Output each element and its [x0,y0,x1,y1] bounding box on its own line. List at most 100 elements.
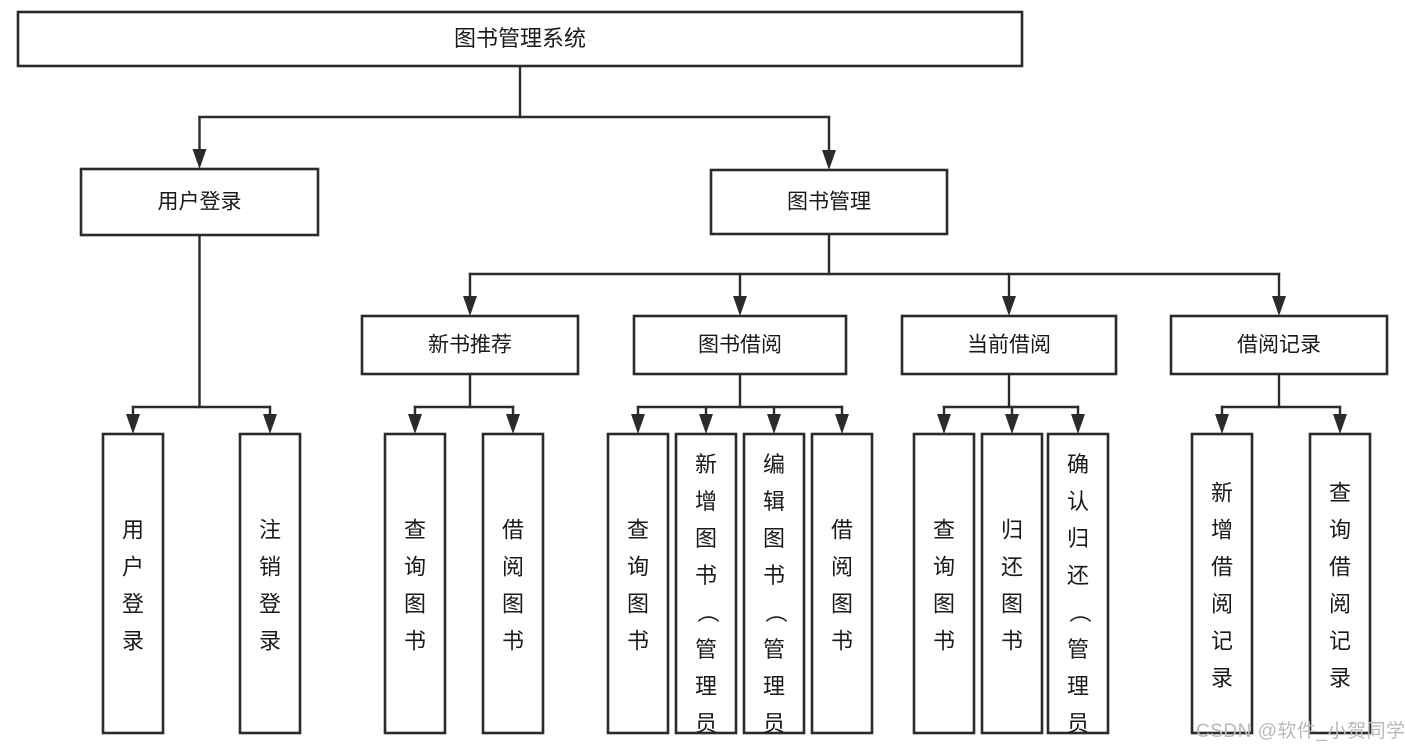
leaf-node-7-glyph: 阅 [831,555,853,580]
leaf-node-6-glyph: 辑 [763,489,785,514]
leaf-node-9-glyph: 图 [1001,592,1023,617]
leaf-node-12-glyph: 借 [1329,555,1351,580]
arrow-head-icon [1002,296,1016,316]
leaf-node-10-glyph: 还 [1067,563,1089,588]
leaf-node-12-glyph: 阅 [1329,592,1351,617]
arrow-head-icon [767,414,781,434]
arrow-head-icon [408,414,422,434]
leaf-node-5-glyph: 员 [695,711,717,736]
level2-node-2[interactable]: 当前借阅 [900,314,1118,376]
leaf-node-5-glyph: 管 [695,637,717,662]
leaf-node-3-glyph: 图 [502,592,524,617]
leaf-node-4-glyph: 询 [627,555,649,580]
arrow-head-icon [1071,414,1085,434]
leaf-node-12-glyph: 查 [1329,481,1351,506]
leaf-node-10-outline [1046,432,1110,735]
arrow-head-icon [631,414,645,434]
arrow-head-icon [822,150,836,170]
leaf-node-5-glyph: 书 [695,563,717,588]
level1-node-1-outline [709,168,949,236]
arrow-head-icon [192,149,207,169]
leaf-node-10-glyph: 确 [1067,452,1089,477]
leaf-node-1-glyph: 登 [259,592,281,617]
leaf-node-5-glyph: 增 [695,489,717,514]
level2-node-1-label: 图书借阅 [698,334,782,357]
leaf-node-0[interactable]: 用户登录 [101,432,165,735]
leaf-node-6-glyph: 编 [763,452,785,477]
leaf-node-7-outline [810,432,874,735]
leaf-node-8-outline [912,432,976,735]
leaf-node-8-glyph: 书 [933,629,955,654]
leaf-node-6-glyph: 员 [763,711,785,736]
level1-node-0[interactable]: 用户登录 [79,167,320,237]
csdn-watermark: CSDN @软件_小贺同学 [1196,721,1405,742]
leaf-node-1-glyph: 销 [259,555,281,580]
leaf-node-12-outline [1308,432,1372,735]
level1-node-0-outline [79,167,320,237]
leaf-node-0-glyph: 用 [122,518,144,543]
leaf-node-12-glyph: 记 [1329,629,1351,654]
leaf-node-11-outline [1190,432,1254,735]
leaf-node-5-glyph: 图 [695,526,717,551]
arrow-head-icon [463,296,477,316]
leaf-node-8-glyph: 查 [933,518,955,543]
leaf-node-4-glyph: 查 [627,518,649,543]
leaf-node-5-glyph: 新 [695,452,717,477]
level2-node-2-outline [900,314,1118,376]
leaf-node-11-glyph: 新 [1211,481,1233,506]
leaf-node-11-glyph: 录 [1211,666,1233,691]
arrow-head-icon [733,296,747,316]
leaf-node-1-glyph: 录 [259,629,281,654]
level2-node-1[interactable]: 图书借阅 [632,314,848,376]
leaf-node-11-glyph: 增 [1211,518,1233,543]
leaf-node-5-glyph: 理 [695,674,717,699]
leaf-node-7-glyph: 借 [831,518,853,543]
leaf-node-4-glyph: 书 [627,629,649,654]
leaf-node-0-glyph: 登 [122,592,144,617]
leaf-node-10-glyph: 理 [1067,674,1089,699]
level2-node-1-outline [632,314,848,376]
level1-node-0-label: 用户登录 [158,191,242,214]
arrow-head-icon [506,414,520,434]
leaf-node-11-glyph: 阅 [1211,592,1233,617]
arrow-head-icon [1272,296,1286,316]
leaf-node-6-glyph: 管 [763,637,785,662]
leaf-node-8-glyph: 询 [933,555,955,580]
leaf-node-10-glyph: 归 [1067,526,1089,551]
leaf-node-2-outline [383,432,447,735]
leaf-node-5-outline [674,432,738,735]
level2-node-0[interactable]: 新书推荐 [360,314,580,376]
leaf-node-0-glyph: 户 [122,555,144,580]
root-node-book-management-system[interactable]: 图书管理系统 [16,10,1024,68]
leaf-node-7-glyph: 图 [831,592,853,617]
leaf-node-8-glyph: 图 [933,592,955,617]
leaf-node-3-outline [481,432,545,735]
leaf-node-9-glyph: 还 [1001,555,1023,580]
leaf-node-4-outline [606,432,670,735]
leaf-node-6-glyph: 图 [763,526,785,551]
root-node-book-management-system-outline [16,10,1024,68]
arrow-head-icon [1215,414,1229,434]
level2-node-3[interactable]: 借阅记录 [1169,314,1389,376]
leaf-node-12-glyph: 录 [1329,666,1351,691]
leaf-node-10-glyph: 认 [1067,489,1089,514]
leaf-node-2-glyph: 图 [404,592,426,617]
leaf-node-3-glyph: 阅 [502,555,524,580]
level1-node-1[interactable]: 图书管理 [709,168,949,236]
level2-node-0-label: 新书推荐 [428,334,512,357]
arrow-head-icon [937,414,951,434]
arrow-head-icon [263,414,277,434]
